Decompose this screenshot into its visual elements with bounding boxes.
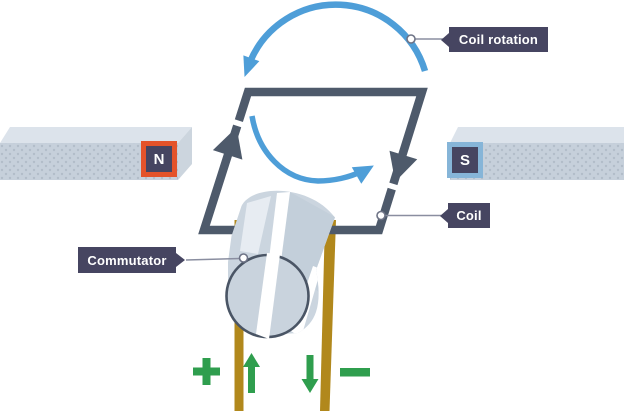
north-pole-label: N [141,141,177,177]
rotation-arc [243,1,429,78]
coil-loop [198,87,428,235]
inner-rotation-arrowhead [351,165,374,184]
south-pole-label: S [447,142,483,178]
inner-rotation-arrow [249,115,374,184]
coil-rotation-leader [406,34,443,44]
coil-leader [376,210,442,221]
commutator-cylinder [225,190,335,339]
coil-wire-outline [198,87,428,235]
coil-marker-dot [376,210,386,221]
rotation-arc-path [246,1,429,72]
label-commutator: Commutator [78,247,185,273]
label-commutator-text: Commutator [87,252,167,268]
label-coil-text: Coil [456,208,482,223]
coil-rotation-marker-dot [406,34,416,44]
inner-rotation-arrow-path [249,115,362,184]
negative-terminal-sign [340,368,370,377]
commutator-cap-split-gap [256,253,280,339]
positive-terminal-sign [193,358,220,385]
commutator-split-gap-top [269,192,290,261]
wire-negative [320,220,336,411]
commutator-leader [185,253,249,263]
current-up-arrow [243,353,260,393]
rotation-arc-arrowhead [243,55,260,78]
north-magnet-top-face [0,127,192,143]
label-pointer-icon [440,208,448,223]
coil-current-arrow-right [380,150,418,194]
north-magnet-side-face [178,127,192,180]
current-down-arrow [301,355,319,393]
coil-current-arrow-left [212,116,252,160]
label-coil: Coil [440,203,490,228]
label-coil-rotation: Coil rotation [441,27,548,52]
label-coil-rotation-text: Coil rotation [458,32,539,47]
label-pointer-icon [176,253,185,267]
commutator-body-highlight [240,196,271,254]
label-pointer-icon [441,32,449,47]
commutator-marker-dot [238,253,249,263]
south-magnet-top-face [450,127,624,143]
